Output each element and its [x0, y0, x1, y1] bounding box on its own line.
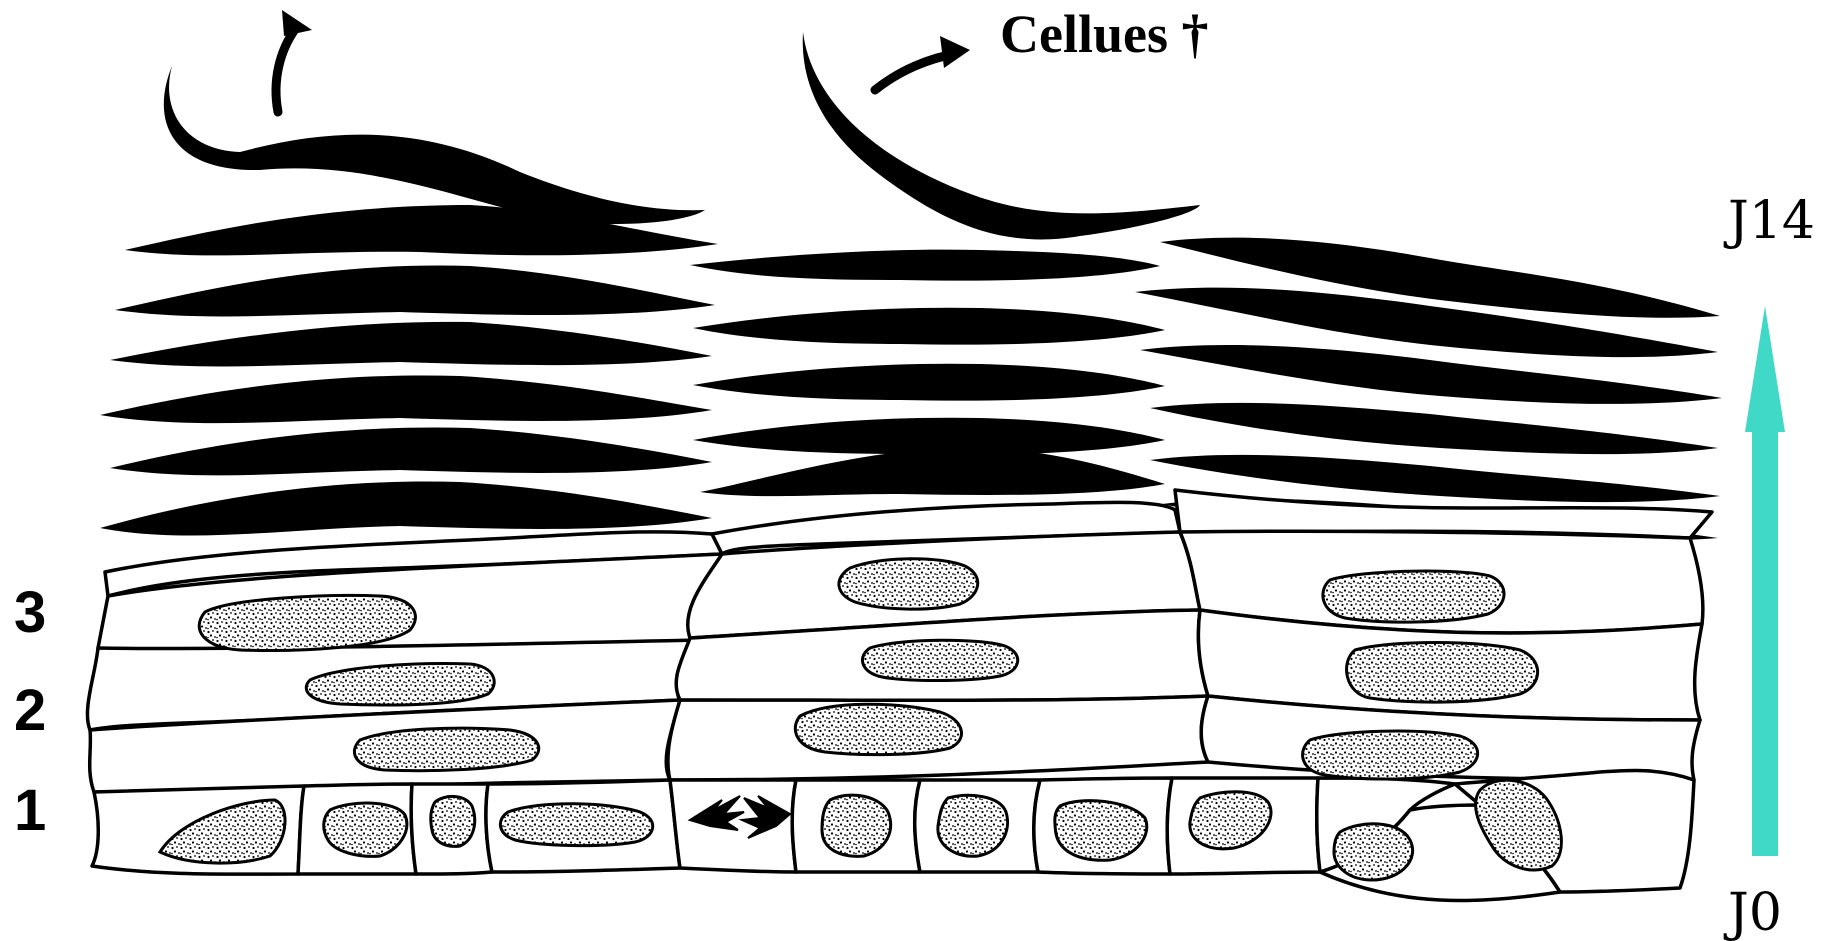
nucleus — [1323, 571, 1504, 622]
nucleus — [1055, 801, 1147, 861]
corneocyte — [1150, 403, 1718, 454]
nucleus — [822, 795, 891, 856]
nucleus — [354, 728, 538, 771]
layer-label-3: 3 — [14, 580, 46, 645]
nucleus — [839, 559, 978, 609]
layer-label-1: 1 — [14, 778, 46, 843]
nucleus — [1334, 824, 1413, 880]
corneocyte — [693, 308, 1165, 345]
corneocyte — [110, 427, 712, 475]
time-bottom-label: J0 — [1723, 883, 1782, 941]
nucleus — [862, 640, 1017, 680]
corneocyte — [690, 250, 1160, 281]
nucleus — [1303, 731, 1478, 779]
dead-cells-label: Cellues † — [1000, 4, 1209, 64]
corneocyte — [693, 364, 1165, 401]
nucleus — [1347, 643, 1538, 703]
corneocyte — [110, 322, 712, 367]
nucleus — [938, 795, 1008, 856]
nucleus — [500, 804, 652, 846]
corneocyte — [100, 482, 712, 536]
corneocyte — [700, 448, 1165, 497]
stratum-corneum — [100, 32, 1722, 541]
time-arrow-head — [1745, 306, 1785, 432]
nucleus — [795, 704, 961, 754]
arrow-head-icon — [282, 10, 312, 36]
nucleus — [431, 796, 475, 846]
nucleus — [324, 803, 407, 856]
layer-label-2: 2 — [14, 678, 46, 743]
corneocyte — [100, 375, 712, 423]
time-arrow — [1745, 306, 1785, 856]
desquamating-cell — [164, 66, 705, 224]
arrow-head-icon — [940, 36, 970, 68]
corneocyte — [115, 266, 715, 317]
desquamation-arrows — [276, 28, 955, 112]
time-arrow-shaft — [1752, 424, 1778, 856]
time-top-label: J14 — [1723, 191, 1815, 251]
corneocyte — [693, 418, 1165, 455]
curved-arrow-icon — [276, 28, 296, 112]
